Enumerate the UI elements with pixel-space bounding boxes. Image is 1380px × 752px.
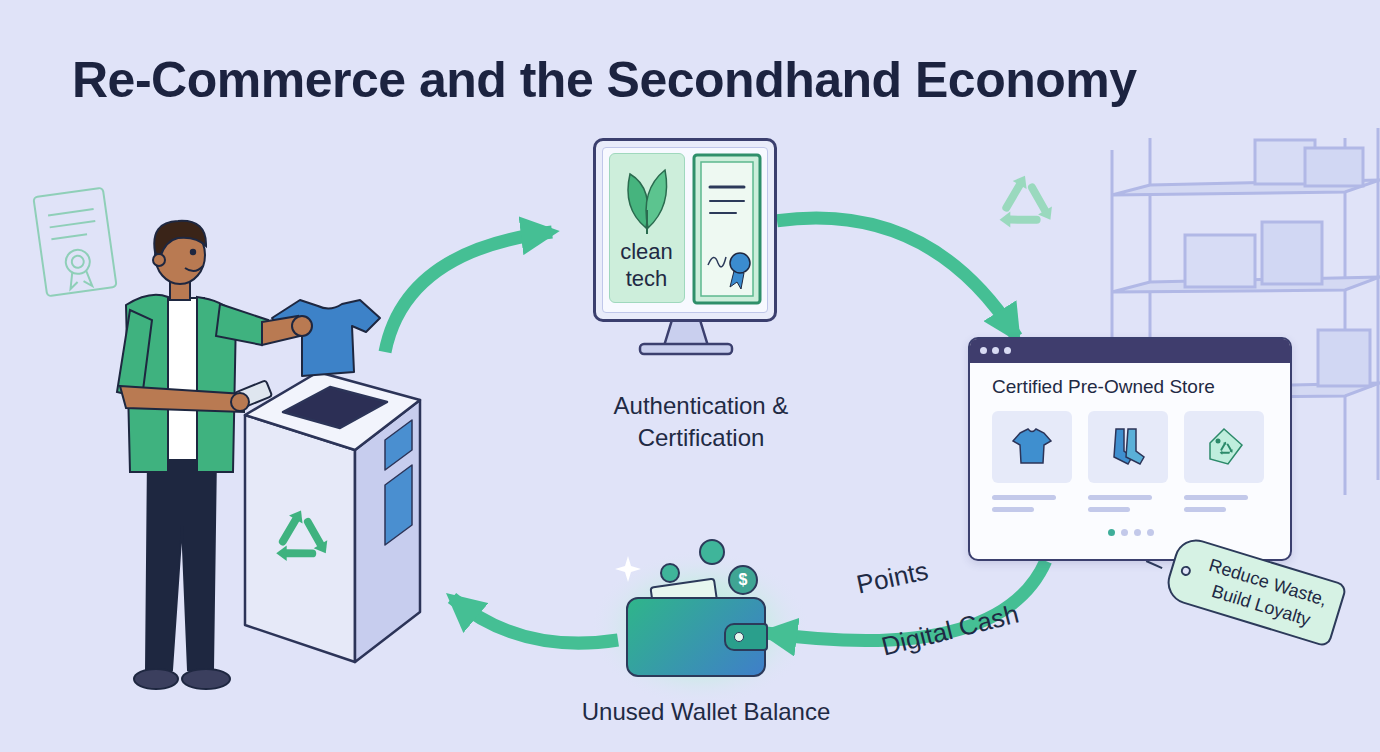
person (120, 386, 244, 412)
warehouse-shelves (1262, 222, 1322, 284)
text-placeholder (1088, 495, 1152, 500)
monitor-stand (664, 320, 708, 346)
warehouse-shelves (1305, 148, 1363, 186)
person (153, 254, 165, 266)
product-icon (1108, 427, 1148, 467)
certificate-frame (694, 155, 760, 303)
person (117, 310, 152, 398)
person (146, 455, 216, 670)
recycle-symbol (275, 510, 334, 569)
certificate-outline (68, 270, 92, 289)
node-text: Reduce Waste, Build Loyalty (1190, 550, 1340, 637)
text-placeholder (1184, 507, 1226, 512)
recycling-bin (385, 465, 412, 545)
certificate-line (710, 186, 744, 189)
tag-hole (1180, 565, 1192, 577)
monitor-screen: Authentication & Certificationclean tech (593, 138, 777, 322)
certificate-inner (701, 162, 753, 296)
product-icon (1204, 427, 1244, 467)
node-text: Authentication & Certification (561, 390, 841, 454)
warehouse-shelves (1185, 235, 1255, 287)
text-placeholder (992, 495, 1056, 500)
carousel-dot (1121, 529, 1128, 536)
text-placeholder (1184, 495, 1248, 500)
wallet-clasp (724, 623, 768, 651)
node-text: Certified Pre-Owned Store (992, 375, 1282, 399)
person (185, 266, 203, 271)
clean-tech-panel: clean tech (609, 153, 685, 303)
person (154, 221, 206, 258)
certificate-line (710, 200, 744, 202)
monitor-stand (640, 320, 732, 354)
recycling-bin (283, 387, 387, 428)
tag-string (1146, 561, 1162, 568)
recycle-symbol (1219, 442, 1234, 457)
product-card (1184, 411, 1264, 483)
flow-arrow (452, 598, 618, 643)
text-placeholder (992, 507, 1034, 512)
node-text: Unused Wallet Balance (541, 697, 871, 727)
warehouse-shelves (1318, 330, 1370, 386)
certificate-outline (71, 255, 85, 269)
wallet-extras (700, 540, 724, 564)
person (117, 221, 244, 689)
window-header (970, 339, 1290, 363)
product-icon (1012, 427, 1052, 467)
wallet-extras (661, 564, 679, 582)
store-window: Certified Pre-Owned Store (968, 337, 1292, 561)
person-arm (292, 316, 312, 336)
diagram-title: Re-Commerce and the Secondhand Economy (72, 50, 1362, 110)
sock-icon (1126, 429, 1144, 464)
seal (730, 253, 750, 273)
product-card (1088, 411, 1168, 483)
coin-symbol: $ (735, 570, 751, 590)
leaf-icon (610, 158, 683, 238)
person-arm (216, 304, 312, 411)
tag-icon (1210, 429, 1242, 464)
window-dot (980, 347, 987, 354)
leaf (646, 170, 667, 228)
recycling-bin (245, 415, 355, 662)
flow-arrow (385, 232, 552, 352)
certificate-line (710, 212, 736, 214)
carousel-dot (1108, 529, 1115, 536)
wallet-extras (615, 556, 641, 582)
carousel-dot (1147, 529, 1154, 536)
text-placeholder (1088, 507, 1130, 512)
tee-icon (1013, 429, 1051, 463)
window-dot (992, 347, 999, 354)
leaf-stem (646, 210, 648, 234)
recycling-bin (245, 372, 420, 662)
person-arm (216, 304, 268, 345)
leaf (628, 174, 648, 228)
person (134, 669, 178, 689)
signature (708, 257, 726, 267)
node-text: clean tech (610, 238, 683, 292)
recycling-bin (385, 420, 412, 470)
flow-arrow (777, 218, 1017, 337)
certificate-outline (33, 188, 116, 297)
tag-hole (1216, 439, 1221, 444)
product-card (992, 411, 1072, 483)
monitor-stand (640, 344, 732, 354)
person-arm (231, 393, 249, 411)
window-dot (1004, 347, 1011, 354)
carousel-dot (1134, 529, 1141, 536)
certificate-outline (33, 188, 116, 297)
wallet-extras (729, 566, 757, 594)
certificate-outline (51, 234, 87, 239)
clasp-button (734, 632, 744, 642)
certificate-outline (48, 209, 94, 215)
certificate-outline (50, 221, 96, 227)
certificate-icon (692, 153, 762, 305)
person (191, 250, 195, 254)
flow-label: Digital Cash (878, 591, 1050, 661)
person (182, 669, 230, 689)
recycle-symbol (999, 176, 1060, 236)
seal-ribbon (730, 271, 744, 289)
wallet: Unused Wallet Balance (626, 597, 766, 677)
edge-label: Points (854, 537, 1017, 600)
